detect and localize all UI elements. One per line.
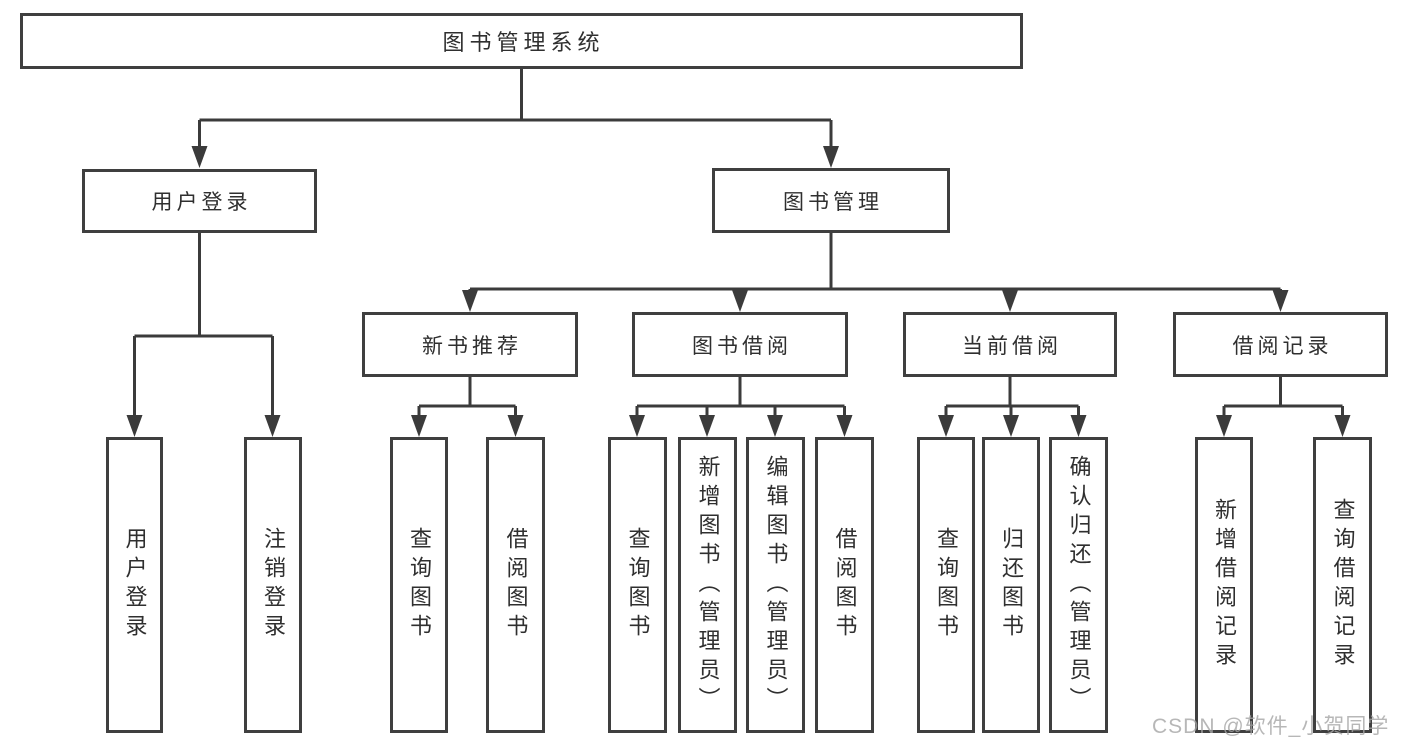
node-label: 图书借阅 bbox=[692, 334, 792, 358]
arrowhead bbox=[836, 415, 853, 437]
node-label: 借阅图书 bbox=[832, 527, 858, 643]
leaf-query-borrow-record: 查询借阅记录 bbox=[1313, 437, 1372, 733]
node-label: 借阅图书 bbox=[503, 527, 529, 643]
node-user-login: 用户登录 bbox=[82, 169, 317, 233]
node-label: 查询图书 bbox=[934, 527, 959, 643]
leaf-add-borrow-record: 新增借阅记录 bbox=[1195, 437, 1253, 733]
arrowhead bbox=[629, 415, 645, 437]
arrowhead bbox=[1216, 415, 1232, 437]
node-label: 新增借阅记录 bbox=[1212, 498, 1237, 672]
leaf-borrow-query-books: 查询图书 bbox=[608, 437, 667, 733]
leaf-confirm-return-admin: 确认归还（管理员） bbox=[1049, 437, 1108, 733]
arrowhead bbox=[1002, 290, 1018, 312]
arrowhead bbox=[507, 415, 524, 437]
leaf-borrow-books: 借阅图书 bbox=[815, 437, 874, 733]
connector-borrow-records bbox=[1222, 377, 1344, 419]
node-current-borrow: 当前借阅 bbox=[903, 312, 1117, 377]
arrowhead bbox=[1272, 290, 1289, 312]
node-label: 用户登录 bbox=[151, 191, 252, 214]
node-borrow-records: 借阅记录 bbox=[1173, 312, 1388, 377]
node-label: 借阅记录 bbox=[1232, 334, 1333, 358]
arrowhead bbox=[126, 415, 143, 437]
node-label: 图书管理 bbox=[783, 190, 883, 214]
leaf-current-query-books: 查询图书 bbox=[917, 437, 975, 733]
node-label: 归还图书 bbox=[999, 527, 1024, 643]
node-label: 新增图书（管理员） bbox=[695, 454, 721, 716]
leaf-return-books: 归还图书 bbox=[982, 437, 1040, 733]
node-label: 确认归还（管理员） bbox=[1066, 454, 1092, 716]
arrowhead bbox=[1070, 415, 1087, 437]
arrowhead bbox=[411, 415, 427, 437]
leaf-edit-books-admin: 编辑图书（管理员） bbox=[746, 437, 805, 733]
node-label: 编辑图书（管理员） bbox=[763, 454, 789, 716]
arrowhead bbox=[699, 415, 715, 437]
node-label: 注销登录 bbox=[261, 527, 286, 643]
node-label: 图书管理系统 bbox=[442, 30, 605, 55]
arrowhead bbox=[462, 290, 478, 312]
leaf-add-books-admin: 新增图书（管理员） bbox=[678, 437, 737, 733]
connector-new-book-recommend bbox=[417, 377, 517, 419]
node-new-book-recommend: 新书推荐 bbox=[362, 312, 578, 377]
connector-book-management bbox=[468, 233, 1282, 294]
leaf-user-login: 用户登录 bbox=[106, 437, 163, 733]
node-label: 查询借阅记录 bbox=[1330, 498, 1356, 672]
leaf-recommend-borrow-books: 借阅图书 bbox=[486, 437, 545, 733]
node-label: 用户登录 bbox=[122, 527, 148, 643]
arrowhead bbox=[1334, 415, 1351, 437]
arrowhead bbox=[1003, 415, 1019, 437]
node-label: 当前借阅 bbox=[962, 334, 1062, 358]
leaf-logout: 注销登录 bbox=[244, 437, 302, 733]
arrowhead bbox=[264, 415, 281, 437]
arrowhead bbox=[767, 415, 783, 437]
node-label: 新书推荐 bbox=[422, 334, 522, 358]
connector-root bbox=[198, 69, 833, 150]
node-label: 查询图书 bbox=[407, 527, 432, 643]
leaf-recommend-query-books: 查询图书 bbox=[390, 437, 448, 733]
node-book-borrow: 图书借阅 bbox=[632, 312, 848, 377]
node-root-system: 图书管理系统 bbox=[20, 13, 1023, 69]
node-book-management: 图书管理 bbox=[712, 168, 950, 233]
arrowhead bbox=[823, 146, 839, 168]
node-label: 查询图书 bbox=[625, 527, 651, 643]
arrowhead bbox=[732, 290, 748, 312]
connector-user-login bbox=[133, 233, 274, 419]
connector-book-borrow bbox=[635, 377, 846, 419]
arrowhead bbox=[191, 146, 208, 168]
connector-current-borrow bbox=[944, 377, 1080, 419]
arrowhead bbox=[938, 415, 954, 437]
